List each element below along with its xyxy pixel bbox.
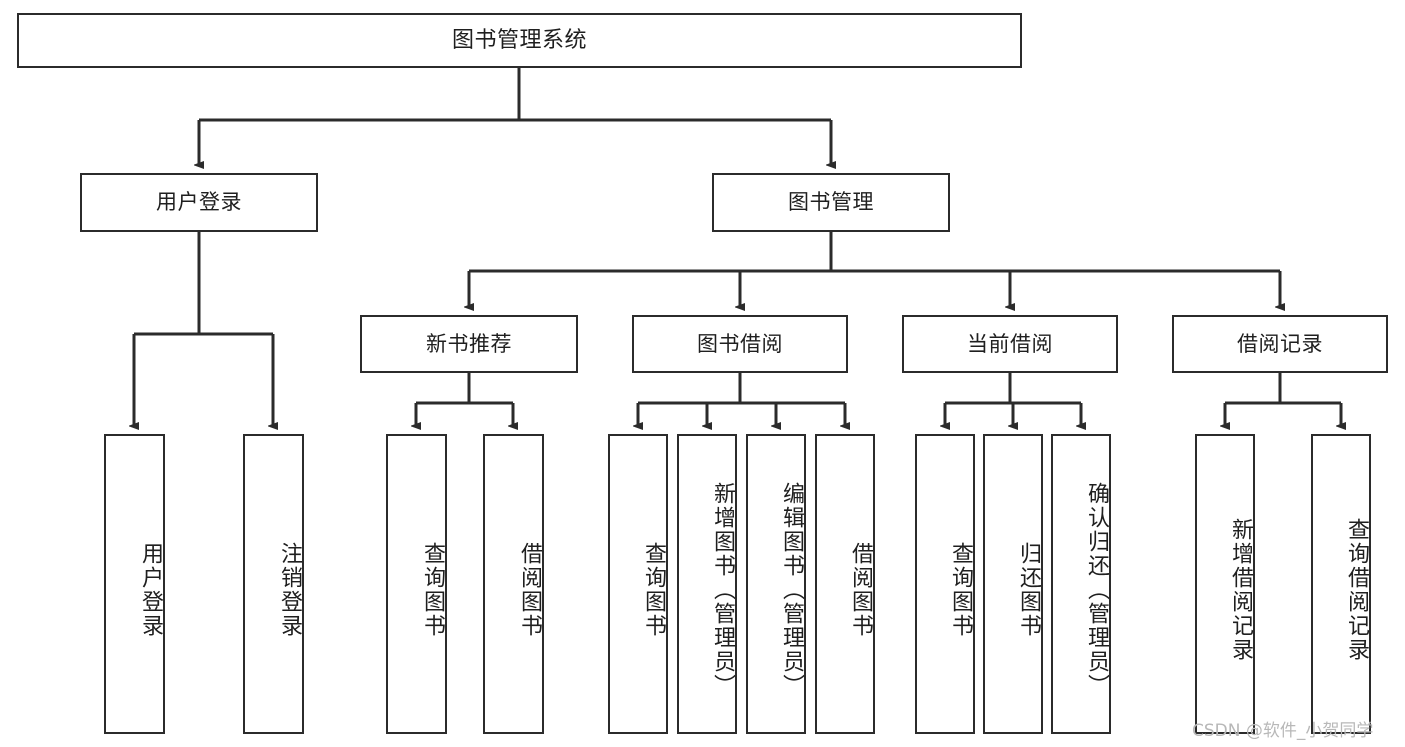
node-label: 查询图书 bbox=[420, 542, 445, 638]
node-label: 新书推荐 bbox=[426, 331, 512, 356]
node-user-login[interactable]: 用户登录 bbox=[80, 173, 318, 232]
node-leaf-query-book-borrow[interactable]: 查询图书 bbox=[608, 434, 668, 734]
node-label: 图书借阅 bbox=[697, 331, 783, 356]
node-label: 用户登录 bbox=[156, 190, 242, 215]
node-leaf-edit-book-admin[interactable]: 编辑图书（管理员） bbox=[746, 434, 806, 734]
node-book-borrow[interactable]: 图书借阅 bbox=[632, 315, 848, 373]
node-label: 当前借阅 bbox=[967, 331, 1053, 356]
node-label: 注销登录 bbox=[277, 542, 302, 638]
node-leaf-add-book-admin[interactable]: 新增图书（管理员） bbox=[677, 434, 737, 734]
node-label: 新增借阅记录 bbox=[1228, 518, 1253, 662]
node-label: 归还图书 bbox=[1016, 542, 1041, 638]
node-borrow-record[interactable]: 借阅记录 bbox=[1172, 315, 1388, 373]
node-label: 借阅图书 bbox=[848, 542, 873, 638]
node-root-book-management-system[interactable]: 图书管理系统 bbox=[17, 13, 1022, 68]
node-leaf-query-book-recommend[interactable]: 查询图书 bbox=[386, 434, 447, 734]
node-label: 借阅图书 bbox=[517, 542, 542, 638]
node-label: 图书管理 bbox=[788, 190, 874, 215]
node-leaf-query-borrow-record[interactable]: 查询借阅记录 bbox=[1311, 434, 1371, 734]
node-leaf-user-login[interactable]: 用户登录 bbox=[104, 434, 165, 734]
node-label: 编辑图书（管理员） bbox=[779, 482, 804, 698]
node-label: 借阅记录 bbox=[1237, 331, 1323, 356]
node-leaf-logout[interactable]: 注销登录 bbox=[243, 434, 304, 734]
node-label: 查询借阅记录 bbox=[1344, 518, 1369, 662]
node-new-book-recommend[interactable]: 新书推荐 bbox=[360, 315, 578, 373]
csdn-watermark: CSDN @软件_小贺同学 bbox=[1192, 721, 1374, 741]
node-label: 确认归还（管理员） bbox=[1084, 482, 1109, 698]
node-label: 用户登录 bbox=[138, 542, 163, 638]
node-leaf-borrow-book-recommend[interactable]: 借阅图书 bbox=[483, 434, 544, 734]
node-leaf-borrow-book[interactable]: 借阅图书 bbox=[815, 434, 875, 734]
node-label: 查询图书 bbox=[948, 542, 973, 638]
node-label: 新增图书（管理员） bbox=[710, 482, 735, 698]
node-leaf-query-book-current[interactable]: 查询图书 bbox=[915, 434, 975, 734]
node-current-borrow[interactable]: 当前借阅 bbox=[902, 315, 1118, 373]
node-label: 查询图书 bbox=[641, 542, 666, 638]
node-leaf-add-borrow-record[interactable]: 新增借阅记录 bbox=[1195, 434, 1255, 734]
node-leaf-return-book[interactable]: 归还图书 bbox=[983, 434, 1043, 734]
node-leaf-confirm-return-admin[interactable]: 确认归还（管理员） bbox=[1051, 434, 1111, 734]
node-book-management[interactable]: 图书管理 bbox=[712, 173, 950, 232]
